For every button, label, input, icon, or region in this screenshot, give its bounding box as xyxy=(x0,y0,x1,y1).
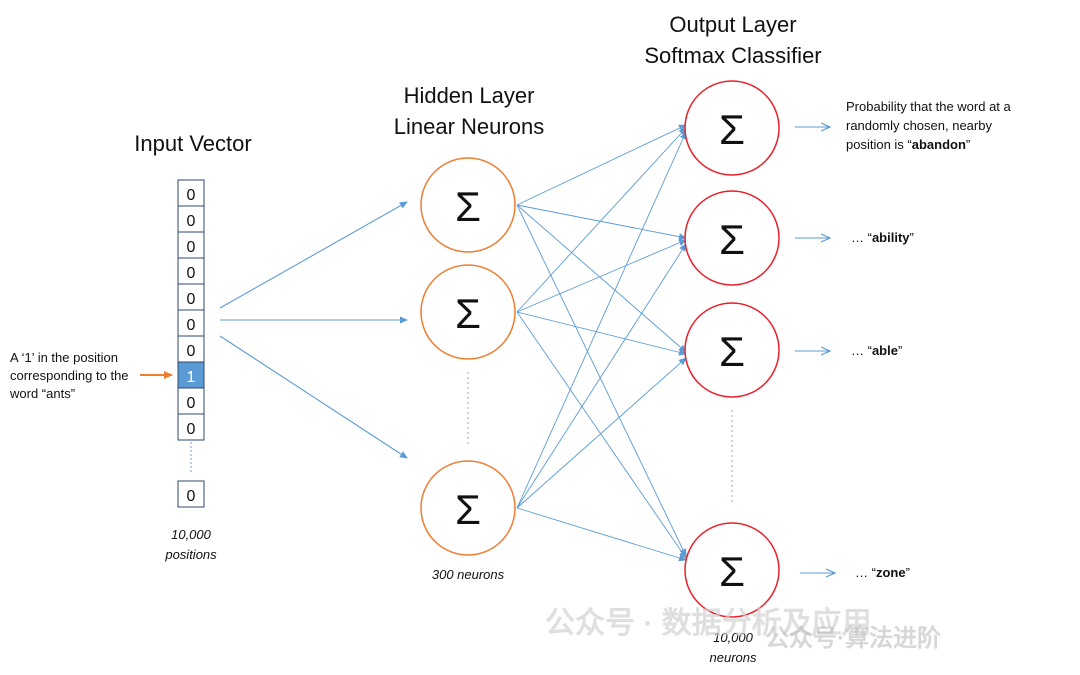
input-cell-last-value: 0 xyxy=(187,488,196,505)
input-cell xyxy=(177,205,205,233)
output-label-able: … “able” xyxy=(851,343,902,358)
connection-h3-o2 xyxy=(516,243,687,509)
output-label-ability: … “ability” xyxy=(851,230,914,245)
connection-h2-o1 xyxy=(516,127,687,313)
output-count-line2: neurons xyxy=(709,650,757,665)
watermark-1: 公众号 · 数据分析及应用 xyxy=(545,607,872,640)
input-count-line2: positions xyxy=(165,547,217,562)
input-cell xyxy=(177,179,205,207)
watermark-2: 公众号·算法进阶 xyxy=(765,625,941,652)
connection-h2-o3 xyxy=(516,311,687,356)
output-label-zone: … “zone” xyxy=(855,565,910,580)
label-suffix: ” xyxy=(897,343,903,358)
input-annotation: A ‘1’ in the position corresponding to t… xyxy=(10,349,129,403)
connection-h2-o4 xyxy=(516,311,687,559)
output-neuron-2: Σ xyxy=(684,190,780,286)
hidden-neuron-3: Σ xyxy=(420,460,516,556)
sigma-symbol: Σ xyxy=(719,106,745,153)
output-title: Output Layer Softmax Classifier xyxy=(613,9,853,71)
input-cell-value: 1 xyxy=(187,369,196,386)
output-title-line1: Output Layer xyxy=(669,12,797,37)
sigma-symbol: Σ xyxy=(455,183,481,230)
output-count-line1: 10,000 xyxy=(713,630,753,645)
output-neuron-4: Σ xyxy=(684,522,780,618)
connection-h3-o3 xyxy=(516,357,687,509)
input-cell-value: 0 xyxy=(187,317,196,334)
input-cell-value: 0 xyxy=(187,239,196,256)
hidden-neuron-1: Σ xyxy=(420,157,516,253)
label-suffix: ” xyxy=(905,565,910,580)
input-vector: 0 0 0 0 0 0 0 1 0 0 0 xyxy=(177,179,205,508)
label-word: ability xyxy=(871,230,910,245)
output-arrows xyxy=(795,127,835,573)
hidden-title-line2: Linear Neurons xyxy=(393,114,545,139)
output-desc-line: Probability that the word at a xyxy=(846,99,1011,114)
annotation-line: corresponding to the xyxy=(10,368,129,383)
input-cell xyxy=(177,257,205,285)
label-word: zone xyxy=(875,565,906,580)
output-desc-suffix: ” xyxy=(965,137,971,152)
connection-h2-o2 xyxy=(516,239,687,313)
input-count: 10,000 positions xyxy=(131,525,251,565)
output-desc-line: position is “abandon” xyxy=(846,135,1011,154)
input-cell-last xyxy=(177,480,205,508)
output-description: Probability that the word at a randomly … xyxy=(846,97,1011,154)
input-cell-value: 0 xyxy=(187,187,196,204)
annotation-line: word “ants” xyxy=(10,386,76,401)
hidden-to-output-connections xyxy=(516,124,687,562)
hidden-title-line1: Hidden Layer xyxy=(403,83,535,108)
input-cell-value: 0 xyxy=(187,395,196,412)
output-count: 10,000 neurons xyxy=(673,628,793,668)
sigma-symbol: Σ xyxy=(719,548,745,595)
output-title-line2: Softmax Classifier xyxy=(644,43,822,68)
input-cell-value: 0 xyxy=(187,265,196,282)
connection-h1-o4 xyxy=(516,204,687,557)
sigma-symbol: Σ xyxy=(455,290,481,337)
connection-h1-o2 xyxy=(516,204,687,241)
output-neuron-1: Σ xyxy=(684,80,780,176)
label-prefix: … “ xyxy=(851,230,872,245)
input-cell-value: 0 xyxy=(187,421,196,438)
sigma-symbol: Σ xyxy=(455,486,481,533)
hidden-neurons: Σ Σ Σ xyxy=(420,157,516,556)
hidden-count: 300 neurons xyxy=(431,567,505,582)
hidden-neuron-2: Σ xyxy=(420,264,516,360)
output-desc-line: randomly chosen, nearby xyxy=(846,118,992,133)
input-to-hidden-arrows xyxy=(219,201,408,459)
input-cell-value: 0 xyxy=(187,343,196,360)
input-count-line1: 10,000 xyxy=(171,527,211,542)
annotation-line: A ‘1’ in the position xyxy=(10,350,118,365)
hidden-title: Hidden Layer Linear Neurons xyxy=(369,80,569,142)
input-title: Input Vector xyxy=(134,131,252,156)
sigma-symbol: Σ xyxy=(719,216,745,263)
label-prefix: … “ xyxy=(851,343,872,358)
arrow-input-hidden-1 xyxy=(219,201,408,309)
arrow-input-hidden-3 xyxy=(219,335,408,459)
input-cell-highlighted xyxy=(177,361,205,389)
label-suffix: ” xyxy=(909,230,914,245)
input-cell xyxy=(177,413,205,441)
connection-h3-o1 xyxy=(516,131,687,509)
connection-h1-o3 xyxy=(516,204,687,353)
input-cell xyxy=(177,335,205,363)
output-word-abandon: abandon xyxy=(911,137,966,152)
label-prefix: … “ xyxy=(855,565,876,580)
connection-h1-o1 xyxy=(516,124,687,206)
connection-h3-o4 xyxy=(516,507,687,562)
output-neurons: Σ Σ Σ Σ xyxy=(684,80,780,618)
label-word: able xyxy=(871,343,898,358)
input-cell xyxy=(177,231,205,259)
sigma-symbol: Σ xyxy=(719,328,745,375)
input-cell-value: 0 xyxy=(187,213,196,230)
input-cell xyxy=(177,387,205,415)
input-cell xyxy=(177,309,205,337)
output-desc-prefix: position is “ xyxy=(846,137,912,152)
input-cell-value: 0 xyxy=(187,291,196,308)
output-neuron-3: Σ xyxy=(684,302,780,398)
